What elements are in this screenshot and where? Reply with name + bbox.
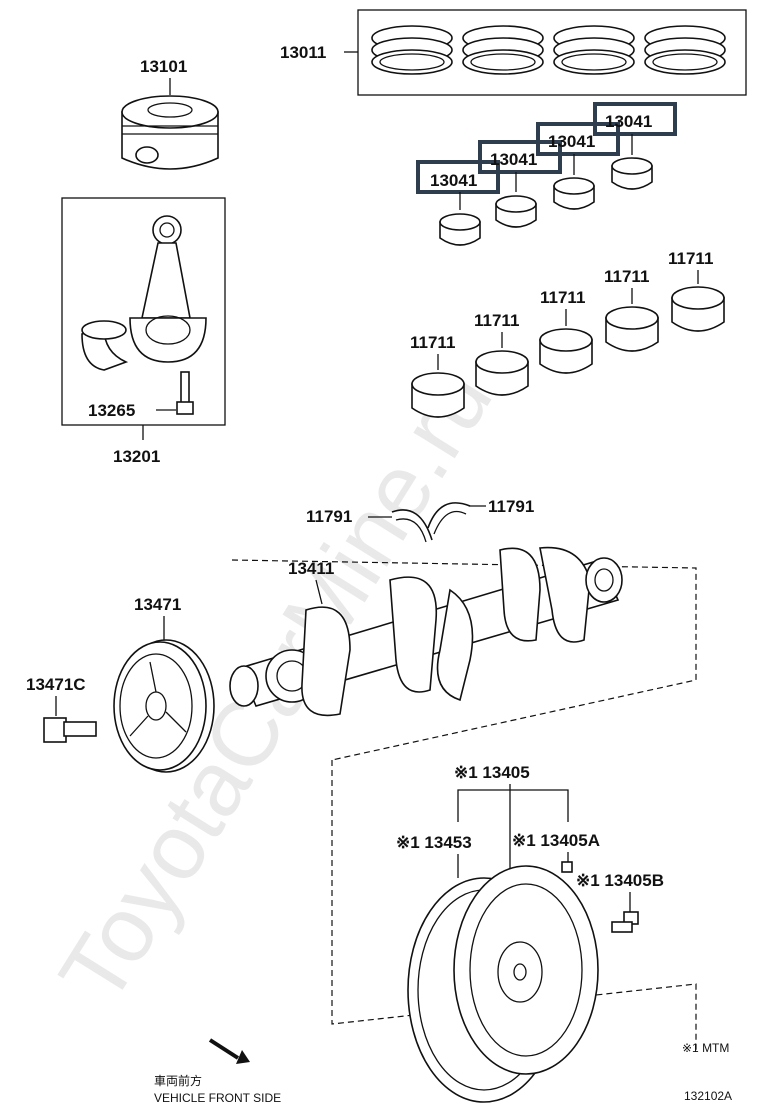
crankshaft-drawing bbox=[229, 546, 623, 717]
label-connecting-rod[interactable]: 13201 bbox=[113, 447, 160, 466]
main-bearing-part-4[interactable]: 11711 bbox=[604, 267, 659, 352]
main-bearing-part-2[interactable]: 11711 bbox=[474, 311, 529, 396]
pulley-bolt-drawing[interactable] bbox=[43, 717, 97, 743]
highlight-box-1 bbox=[416, 160, 500, 194]
label-main-bearing-5[interactable]: 11711 bbox=[668, 249, 713, 268]
rod-bearing-part-1[interactable] bbox=[439, 192, 481, 246]
label-rod-bearing-2[interactable]: 13041 bbox=[490, 150, 537, 169]
rod-bearing-part-2[interactable] bbox=[495, 172, 537, 228]
label-main-bearing-2[interactable]: 11711 bbox=[474, 311, 519, 330]
crank-pulley-drawing bbox=[113, 639, 215, 773]
label-thrust-washer-right[interactable]: 11791 bbox=[488, 497, 534, 516]
label-ring-gear[interactable]: ※1 13453 bbox=[396, 833, 472, 852]
label-piston-rings[interactable]: 13011 bbox=[280, 43, 326, 62]
flywheel-dashed-outline bbox=[331, 760, 697, 1050]
label-main-bearing-3[interactable]: 11711 bbox=[540, 288, 585, 307]
rod-bearing-shell[interactable] bbox=[81, 320, 129, 371]
piston-rings-group[interactable]: 13011 bbox=[280, 9, 747, 96]
label-rod-bearing-3[interactable]: 13041 bbox=[548, 132, 595, 151]
label-crank-pulley[interactable]: 13471 bbox=[134, 595, 181, 614]
direction-jp: 車両前方 bbox=[154, 1073, 202, 1088]
highlight-box-4 bbox=[593, 102, 677, 136]
label-rod-bearing-4[interactable]: 13041 bbox=[605, 112, 652, 131]
highlight-box-3 bbox=[536, 122, 620, 156]
main-bearing-part-1[interactable]: 11711 bbox=[410, 333, 465, 418]
main-bearing-part-5[interactable]: 11711 bbox=[668, 249, 725, 332]
highlight-box-2 bbox=[478, 140, 562, 174]
direction-en: VEHICLE FRONT SIDE bbox=[154, 1091, 281, 1105]
rod-bearing-part-4[interactable] bbox=[611, 134, 653, 190]
piston-ring-set-2[interactable] bbox=[462, 25, 544, 75]
label-flywheel-bolt[interactable]: ※1 13405B bbox=[576, 871, 664, 890]
label-main-bearing-4[interactable]: 11711 bbox=[604, 267, 649, 286]
rod-bearings-group[interactable]: 13041 13041 13041 13041 bbox=[416, 102, 677, 246]
main-bearing-part-3[interactable]: 11711 bbox=[539, 288, 593, 374]
label-pulley-bolt[interactable]: 13471C bbox=[26, 675, 86, 694]
label-flywheel[interactable]: ※1 13405 bbox=[454, 763, 530, 782]
flywheel-bolt-part[interactable] bbox=[611, 911, 639, 933]
piston-ring-set-4[interactable] bbox=[644, 25, 726, 75]
connecting-rod-group[interactable]: 13265 13201 bbox=[61, 197, 226, 466]
flywheel-pin-part[interactable] bbox=[561, 861, 573, 873]
connecting-rod-drawing bbox=[129, 215, 207, 363]
piston-group[interactable]: 13101 bbox=[121, 57, 219, 170]
thrust-washer-right-part[interactable] bbox=[427, 502, 471, 529]
thrust-washers-group[interactable]: 11791 11791 bbox=[306, 497, 534, 543]
label-rod-bearing-1[interactable]: 13041 bbox=[430, 171, 477, 190]
label-piston[interactable]: 13101 bbox=[140, 57, 187, 76]
label-thrust-washer-left[interactable]: 11791 bbox=[306, 507, 352, 526]
main-bearings-group[interactable]: 11711 11711 11711 11711 11711 bbox=[410, 249, 725, 418]
piston-ring-set-3[interactable] bbox=[553, 25, 635, 75]
flywheel-group[interactable]: ※1 13405 ※1 13453 ※1 13405A ※1 13405B bbox=[331, 760, 697, 1103]
flywheel-drawing bbox=[407, 865, 599, 1103]
label-rod-bolt[interactable]: 13265 bbox=[88, 401, 135, 420]
label-crankshaft[interactable]: 13411 bbox=[288, 559, 334, 578]
mtm-footnote: ※1 MTM bbox=[682, 1041, 729, 1055]
piston-drawing bbox=[121, 95, 219, 170]
label-flywheel-pin[interactable]: ※1 13405A bbox=[512, 831, 600, 850]
diagram-id: 132102A bbox=[684, 1089, 732, 1103]
crankshaft-group[interactable]: 13411 bbox=[229, 546, 697, 761]
vehicle-front-arrow-icon bbox=[208, 1038, 250, 1064]
crankshaft-dashed-outline bbox=[231, 559, 697, 761]
rod-bolt-drawing[interactable] bbox=[176, 371, 194, 415]
label-main-bearing-1[interactable]: 11711 bbox=[410, 333, 455, 352]
rod-bearing-part-3[interactable] bbox=[553, 154, 595, 210]
piston-ring-set-1[interactable] bbox=[371, 25, 453, 75]
crank-pulley-group[interactable]: 13471 13471C bbox=[26, 595, 215, 773]
